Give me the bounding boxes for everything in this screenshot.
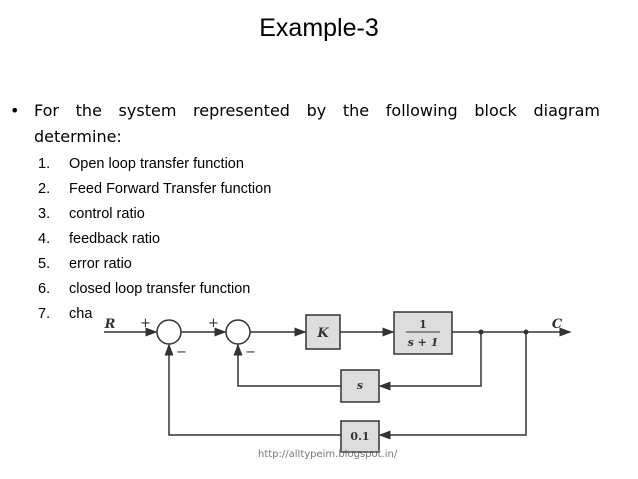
list-item: 7. cha [38,304,271,329]
output-label: C [552,317,563,332]
list-item: 3. control ratio [38,204,271,229]
summing-junction-1 [156,319,182,345]
item-text: Feed Forward Transfer function [69,181,272,197]
item-number: 6. [38,281,51,297]
outer-feedback-path [378,332,527,440]
item-number: 1. [38,156,51,172]
item-text: closed loop transfer function [69,281,251,297]
item-text: Open loop transfer function [69,156,244,172]
plus-sign: + [140,316,151,331]
outer-feedback-block [340,420,380,453]
item-text: error ratio [69,256,132,272]
inner-feedback-block [340,369,380,403]
pickoff-point [478,329,484,335]
list-item: 5. error ratio [38,254,271,279]
minus-sign: − [176,345,187,360]
item-text: cha [69,306,93,322]
plant-numerator: 1 [419,318,427,331]
slide-title: Example-3 [259,14,379,42]
pickoff-point [523,329,529,335]
item-number: 4. [38,231,51,247]
item-number: 3. [38,206,51,222]
input-label: R [104,317,116,332]
inner-feedback-return [233,343,341,387]
bullet-text: For the system represented by the follow… [34,101,600,146]
plant-block [393,311,453,355]
item-number: 2. [38,181,51,197]
item-number: 7. [38,306,51,322]
item-text: control ratio [69,206,145,222]
gain-label: K [316,326,329,341]
list-item: 2. Feed Forward Transfer function [38,179,271,204]
numbered-list: 1. Open loop transfer function 2. Feed For… [38,154,271,329]
list-item: 4. feedback ratio [38,229,271,254]
bullet-icon: • [10,101,20,120]
outer-feedback-return [164,343,341,436]
minus-sign: − [245,345,256,360]
item-text: feedback ratio [69,231,161,247]
summing-junction-2 [225,319,251,345]
watermark: http://alltypeim.blogspot.in/ [258,449,398,460]
item-number: 5. [38,256,51,272]
gain-block [305,314,341,350]
list-item: 6. closed loop transfer function [38,279,271,304]
inner-feedback-label: s [357,379,363,392]
list-item: 1. Open loop transfer function [38,154,271,179]
plant-denominator: s + 1 [408,336,439,349]
bullet-question: • For the system represented by the foll… [10,98,600,150]
inner-feedback-path [378,332,482,391]
outer-feedback-label: 0.1 [350,430,369,443]
plus-sign: + [208,316,219,331]
